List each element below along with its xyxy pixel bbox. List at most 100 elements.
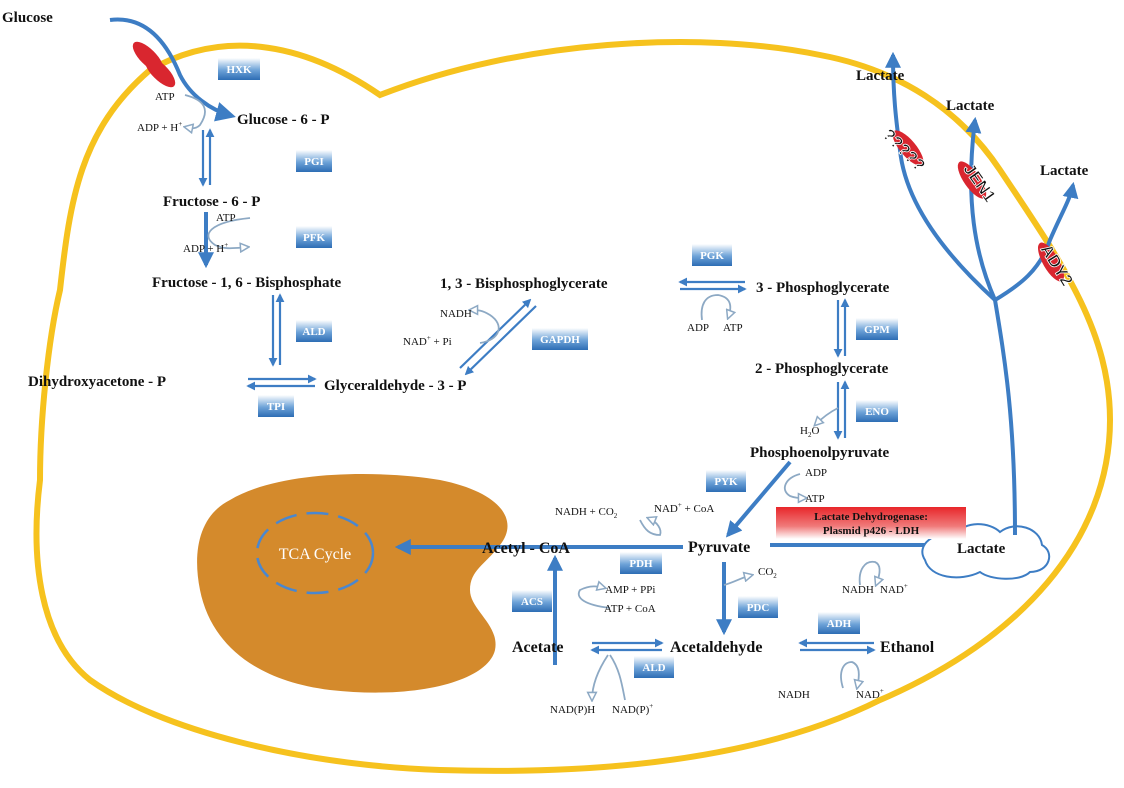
- pyk-atp-label: ATP: [805, 493, 825, 505]
- enzyme-pyk: PYK: [706, 470, 746, 492]
- svg-text:ENO: ENO: [865, 406, 889, 418]
- enzyme-adh: ADH: [818, 612, 860, 634]
- adh-cofactor-arrow: [840, 661, 859, 688]
- 3-phosphoglycerate-label: 3 - Phosphoglycerate: [756, 280, 890, 296]
- enzyme-gapdh: GAPDH: [532, 328, 588, 350]
- svg-text:PGI: PGI: [304, 156, 324, 168]
- hxk-atp-label: ATP: [155, 91, 175, 103]
- svg-text:ADH: ADH: [827, 618, 852, 630]
- lactate-intracellular-label: Lactate: [957, 541, 1006, 557]
- ldh-line-2: Plasmid p426 - LDH: [823, 525, 920, 537]
- svg-text:PGK: PGK: [700, 250, 724, 262]
- fructose-bisphosphate-label: Fructose - 1, 6 - Bisphosphate: [152, 275, 342, 291]
- pfk-cofactor-arrow: [207, 217, 250, 248]
- acs-amp-label: AMP + PPi: [605, 584, 655, 596]
- ldh-nad-label: NAD+: [880, 582, 908, 596]
- phosphoenolpyruvate-label: Phosphoenolpyruvate: [750, 445, 890, 461]
- gapdh-nadh-label: NADH: [440, 308, 472, 320]
- pyk-adp-label: ADP: [805, 467, 827, 479]
- svg-text:TPI: TPI: [267, 401, 285, 413]
- enzyme-ald-acetate: ALD: [634, 656, 674, 678]
- lactate-extracellular-3-label: Lactate: [1040, 163, 1089, 179]
- svg-text:GPM: GPM: [864, 324, 890, 336]
- acetate-label: Acetate: [512, 639, 564, 656]
- unknown-transporter: [892, 130, 924, 166]
- eno-cofactor-arrow: [815, 407, 839, 425]
- gapdh-nad-label: NAD+ + Pi: [403, 334, 452, 348]
- acs-atp-label: ATP + CoA: [604, 603, 656, 615]
- enzyme-ald-glycolysis: ALD: [296, 320, 332, 342]
- lactate-extracellular-2-label: Lactate: [946, 98, 995, 114]
- acetyl-coa-label: Acetyl - CoA: [482, 540, 570, 557]
- tca-cycle-circle: [255, 511, 375, 595]
- tca-cycle-label: TCA Cycle: [279, 546, 351, 563]
- pdh-nadh-co2-label: NADH + CO2: [555, 506, 618, 520]
- pyk-arrow: [725, 460, 792, 538]
- enzyme-pdc: PDC: [738, 596, 778, 618]
- adh-nadh-label: NADH: [778, 689, 810, 701]
- gapdh-forward-arrow: [459, 298, 532, 369]
- acs-cofactor-arrow: [577, 586, 611, 609]
- svg-text:PDC: PDC: [747, 602, 770, 614]
- ald-nadp-label: NAD(P)+: [612, 702, 653, 716]
- glucose-6-p-label: Glucose - 6 - P: [237, 112, 329, 128]
- lactate-export-branch-1: [885, 51, 997, 302]
- lactate-export-branch-3: [993, 181, 1079, 302]
- enzyme-eno: ENO: [856, 400, 898, 422]
- enzyme-pfk: PFK: [296, 226, 332, 248]
- enzyme-pgi: PGI: [296, 150, 332, 172]
- bisphosphoglycerate-label: 1, 3 - Bisphosphoglycerate: [440, 276, 608, 292]
- enzyme-pdh: PDH: [620, 552, 662, 574]
- lactate-extracellular-1-label: Lactate: [856, 68, 905, 84]
- ldh-plasmid-box: Lactate Dehydrogenase: Plasmid p426 - LD…: [776, 507, 966, 539]
- adh-nad-label: NAD+: [856, 687, 884, 701]
- svg-text:GAPDH: GAPDH: [540, 334, 580, 346]
- cell-membrane: [33, 39, 1114, 774]
- ald-nadph-label: NAD(P)H: [550, 704, 595, 716]
- lactate-export-branch-2: [965, 116, 997, 301]
- gapdh-reverse-arrow: [464, 305, 537, 376]
- ldh-cofactor-arrow: [858, 560, 880, 585]
- pfk-adp-label: ADP + H+: [183, 241, 228, 255]
- enzyme-acs: ACS: [512, 590, 552, 612]
- gapdh-cofactor-arrow: [470, 310, 500, 344]
- glucose-transporter: [144, 56, 176, 88]
- ady2-transporter: [1038, 242, 1064, 282]
- pgk-atp-label: ATP: [723, 322, 743, 334]
- enzyme-gpm: GPM: [856, 318, 898, 340]
- pdh-cofactor-arrow: [639, 518, 662, 536]
- svg-text:ALD: ALD: [642, 662, 665, 674]
- svg-text:PYK: PYK: [714, 476, 738, 488]
- fructose-6-p-label: Fructose - 6 - P: [163, 194, 260, 210]
- ady2-label: ADY2: [1037, 241, 1077, 290]
- 2-phosphoglycerate-label: 2 - Phosphoglycerate: [755, 361, 889, 377]
- enzyme-tpi: TPI: [258, 395, 294, 417]
- pgk-cofactor-arrow: [700, 294, 731, 320]
- pdc-co2-label: CO2: [758, 566, 777, 580]
- glyceraldehyde-3-p-label: Glyceraldehyde - 3 - P: [324, 378, 466, 394]
- pdh-nad-coa-label: NAD+ + CoA: [654, 501, 714, 515]
- pfk-atp-label: ATP: [216, 212, 236, 224]
- svg-text:ACS: ACS: [521, 596, 543, 608]
- svg-text:ALD: ALD: [302, 326, 325, 338]
- eno-h2o-label: H2O: [800, 425, 819, 439]
- pdc-cofactor-arrow: [723, 575, 752, 586]
- hxk-cofactor-arrow: [185, 94, 206, 128]
- pyk-cofactor-arrow: [783, 473, 806, 498]
- svg-text:HXK: HXK: [226, 64, 252, 76]
- ldh-line-1: Lactate Dehydrogenase:: [814, 511, 928, 523]
- glucose-import-arrow: [109, 17, 236, 122]
- pyruvate-label: Pyruvate: [688, 539, 750, 556]
- ldh-nadh-label: NADH: [842, 584, 874, 596]
- svg-text:PDH: PDH: [629, 558, 653, 570]
- svg-text:PFK: PFK: [303, 232, 325, 244]
- enzyme-pgk: PGK: [692, 244, 732, 266]
- hxk-adp-label: ADP + H+: [137, 120, 182, 134]
- ethanol-label: Ethanol: [880, 639, 935, 656]
- jen1-transporter: [957, 161, 987, 199]
- dihydroxyacetone-p-label: Dihydroxyacetone - P: [28, 374, 166, 390]
- acetaldehyde-label: Acetaldehyde: [670, 639, 762, 656]
- ald-acet-cofactor-arrow: [592, 654, 626, 700]
